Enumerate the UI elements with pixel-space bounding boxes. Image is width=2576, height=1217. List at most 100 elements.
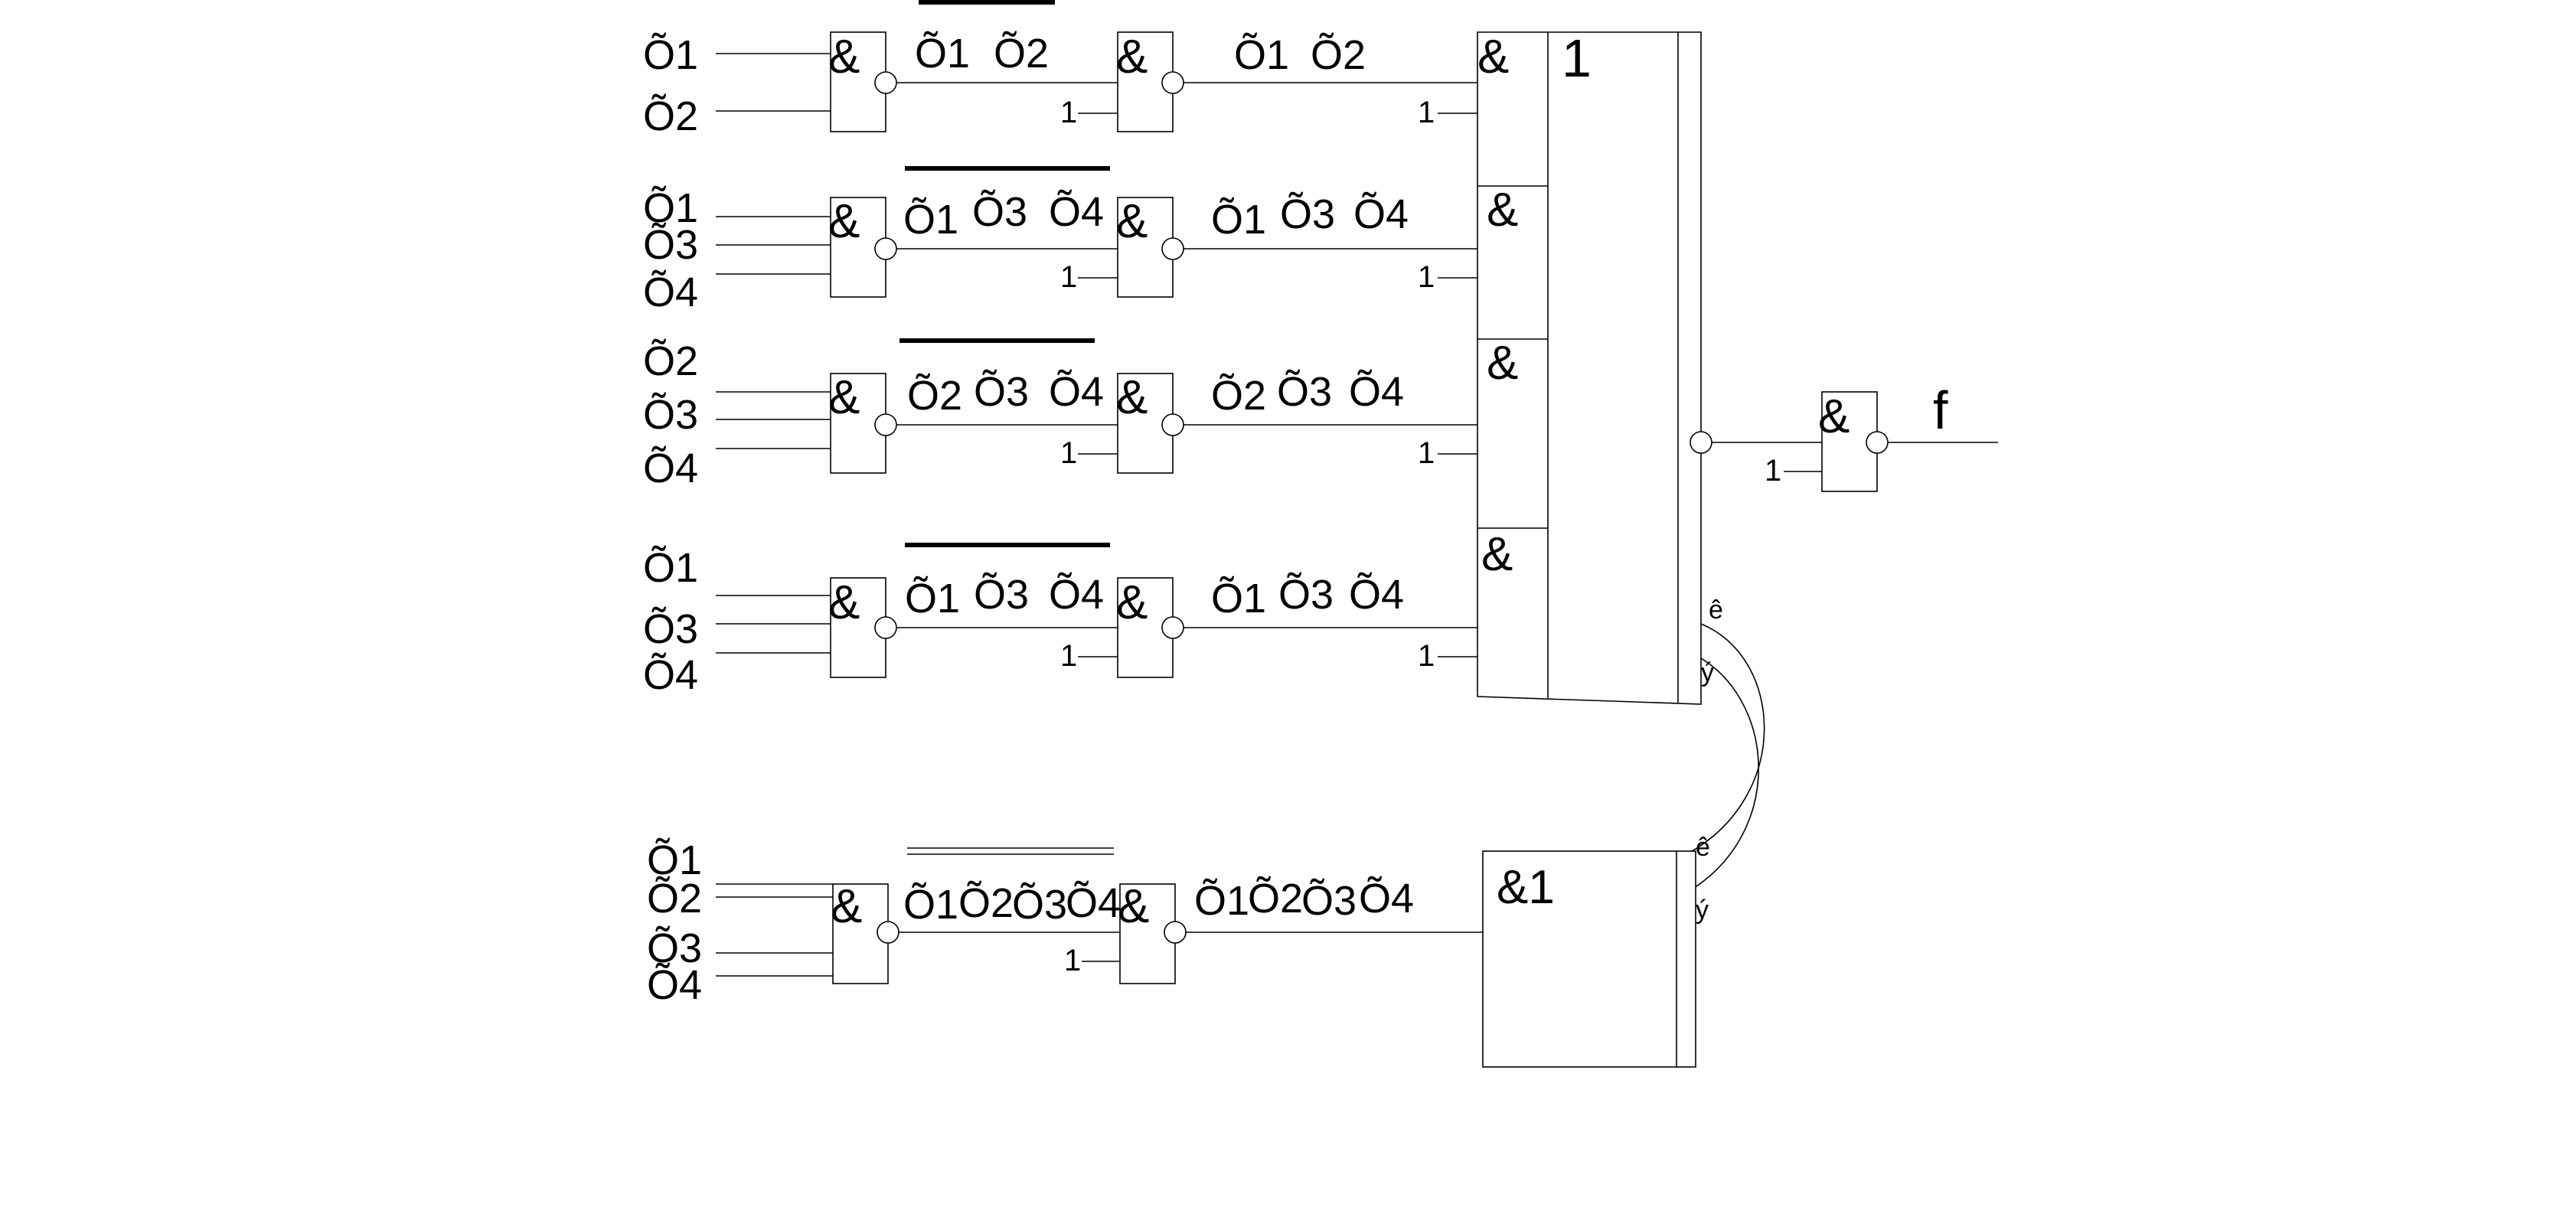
row3-or-const-one: 1 <box>1418 436 1435 470</box>
row4-input-1: Õ1 <box>643 545 698 591</box>
and-or-section-1-symbol: & <box>1477 31 1509 83</box>
row5-nand-bubble <box>877 921 899 944</box>
row4-and-bubble <box>1161 616 1184 639</box>
row1-nand-term-1: Õ1 <box>915 31 970 77</box>
row3-nand-term-3: Õ4 <box>1049 369 1104 415</box>
output-label-f: f <box>1933 380 1948 440</box>
row3-and-symbol: & <box>1116 371 1148 424</box>
expander-and-one-symbol: &1 <box>1497 861 1555 914</box>
row2-and-term-2: Õ3 <box>1280 191 1335 237</box>
row5-and-symbol: & <box>1118 880 1149 933</box>
and-or-output-bubble <box>1690 431 1712 454</box>
row2-input-1: Õ1 <box>643 185 698 231</box>
row5-nand-gate <box>832 883 889 984</box>
expander-block: &1 ê ý <box>1482 833 1710 1068</box>
expander-connection <box>1687 623 1765 892</box>
row1-nand-term-2: Õ2 <box>994 31 1049 77</box>
row2-and-term-1: Õ1 <box>1211 197 1266 243</box>
row4-and-term-1: Õ1 <box>1211 576 1266 622</box>
row1-nand-symbol: & <box>828 31 860 83</box>
row4-nand-term-3: Õ4 <box>1049 572 1104 618</box>
expansion-y-label-bottom: ý <box>1696 896 1709 925</box>
output-nand-bubble <box>1866 431 1889 454</box>
row3-and-term-2: Õ3 <box>1277 369 1332 415</box>
row5-const-one: 1 <box>1064 944 1081 977</box>
row3-input-1: Õ2 <box>643 338 698 384</box>
row2-and-symbol: & <box>1116 195 1148 248</box>
and-or-section-2-symbol: & <box>1487 184 1518 237</box>
row2-nand-bubble <box>874 237 897 260</box>
row1-const-one: 1 <box>1060 96 1077 129</box>
or-symbol: 1 <box>1562 28 1592 88</box>
row3-nand-term-1: Õ2 <box>907 373 962 419</box>
row5-and-term-1: Õ1 <box>1194 878 1249 924</box>
row2-nand-term-1: Õ1 <box>903 197 958 243</box>
row4-input-3: Õ4 <box>643 652 698 698</box>
expander-curve-y <box>1687 657 1759 892</box>
row5-and-term-3: Õ3 <box>1301 878 1357 924</box>
row5-nand-symbol: & <box>831 880 862 933</box>
row3-and-term-1: Õ2 <box>1211 373 1266 419</box>
row1-and-term-1: Õ1 <box>1234 32 1289 78</box>
row3-const-one: 1 <box>1060 436 1077 470</box>
row4-nand-bubble <box>874 616 897 639</box>
and-or-block: & & & & 1 ê ý <box>1477 28 1822 705</box>
row4-and-term-3: Õ4 <box>1349 572 1404 618</box>
row4-nand-symbol: & <box>828 576 860 629</box>
row2-nand-term-2: Õ3 <box>972 189 1027 235</box>
output-nand-symbol: & <box>1818 390 1850 443</box>
output-const-one: 1 <box>1765 454 1781 488</box>
row3-nand-bubble <box>874 413 897 436</box>
row3-input-2: Õ3 <box>643 392 698 438</box>
row4-and-term-2: Õ3 <box>1278 572 1334 618</box>
row3-and-term-3: Õ4 <box>1349 369 1404 415</box>
expansion-k-label-bottom: ê <box>1696 833 1710 862</box>
row5-and-bubble <box>1164 921 1187 944</box>
row2-const-one: 1 <box>1060 260 1077 294</box>
expander-curve-k <box>1687 623 1765 854</box>
row3-and-bubble <box>1161 413 1184 436</box>
output-gate-group: & f 1 <box>1765 380 1998 492</box>
expansion-k-label-top: ê <box>1709 595 1723 625</box>
row5-nand-term-4: Õ4 <box>1066 880 1121 926</box>
row3-nand-term-2: Õ3 <box>974 369 1029 415</box>
row5-nand-term-2: Õ2 <box>958 880 1014 926</box>
row5-input-3: Õ3 <box>647 925 702 971</box>
row2-and-term-3: Õ4 <box>1353 191 1409 237</box>
row5-nand-term-3: Õ3 <box>1012 882 1067 928</box>
row4-input-2: Õ3 <box>643 606 698 652</box>
row5-and-term-4: Õ4 <box>1359 876 1414 922</box>
row1-nand-bubble <box>874 71 897 94</box>
row5-input-2: Õ2 <box>647 876 702 922</box>
row4-or-const-one: 1 <box>1418 639 1435 673</box>
row2-nand-term-3: Õ4 <box>1049 189 1104 235</box>
row1-input-1: Õ1 <box>643 32 698 78</box>
row1-and-bubble <box>1161 71 1184 94</box>
row4-nand-term-2: Õ3 <box>974 572 1029 618</box>
row3-input-3: Õ4 <box>643 445 698 491</box>
row4-nand-term-1: Õ1 <box>905 576 960 622</box>
row3-nand-symbol: & <box>828 371 860 424</box>
and-or-section-4-symbol: & <box>1481 528 1513 581</box>
row1-input-2: Õ2 <box>643 93 698 139</box>
row1-or-const-one: 1 <box>1418 96 1435 129</box>
row1-and-symbol: & <box>1116 31 1148 83</box>
row-4: Õ1 Õ3 Õ4 & Õ1 Õ3 Õ4 1 & Õ1 Õ3 Õ4 1 <box>643 543 1477 698</box>
row2-input-2: Õ3 <box>643 222 698 268</box>
row5-nand-term-1: Õ1 <box>903 882 958 928</box>
row4-and-symbol: & <box>1116 576 1148 629</box>
row2-input-3: Õ4 <box>643 269 698 315</box>
row5-input-4: Õ4 <box>647 962 702 1008</box>
row-2: Õ1 Õ3 Õ4 & Õ1 Õ3 Õ4 1 & Õ1 Õ3 Õ4 1 <box>643 166 1477 315</box>
row2-and-bubble <box>1161 237 1184 260</box>
row2-nand-symbol: & <box>828 195 860 248</box>
row5-and-term-2: Õ2 <box>1248 876 1303 922</box>
and-or-block-outline <box>1477 31 1702 705</box>
row-3: Õ2 Õ3 Õ4 & Õ2 Õ3 Õ4 1 & Õ2 Õ3 Õ4 1 <box>643 338 1477 491</box>
row-5: Õ1 Õ2 Õ3 Õ4 & Õ1 Õ2 Õ3 Õ4 1 & Õ1 Õ2 Õ3 Õ… <box>647 837 1483 1008</box>
row2-or-const-one: 1 <box>1418 260 1435 294</box>
row1-and-term-2: Õ2 <box>1311 32 1366 78</box>
expander-block-outline <box>1482 850 1696 1068</box>
row-1: Õ1 Õ2 & Õ1 Õ2 1 & Õ1 Õ2 1 <box>643 0 1477 139</box>
